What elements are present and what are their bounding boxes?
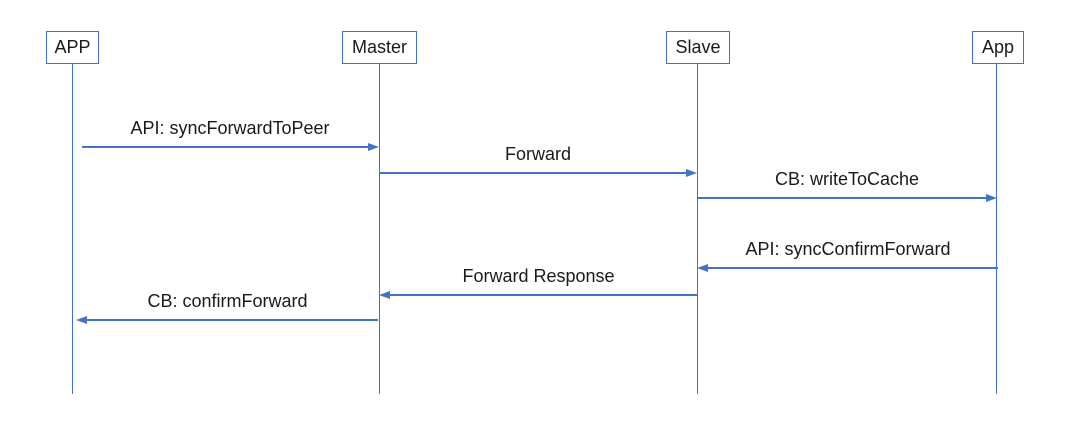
lifeline-app-left (71, 64, 73, 394)
message-label: Forward Response (462, 266, 615, 286)
arrowhead-right-icon (986, 193, 997, 202)
lifeline-app-right (995, 63, 997, 394)
actor-box-slave: Slave (666, 31, 730, 64)
arrowhead-right-icon (368, 142, 379, 151)
actor-box-app-right: App (972, 31, 1024, 64)
message-label: API: syncConfirmForward (745, 239, 951, 259)
message-label: CB: writeToCache (774, 169, 920, 189)
message-label: CB: confirmForward (147, 291, 308, 311)
message-line (80, 319, 378, 321)
lifeline-slave (696, 64, 698, 394)
message-label: Forward (504, 144, 571, 164)
message-line (383, 294, 697, 296)
arrowhead-left-icon (697, 263, 708, 272)
arrowhead-right-icon (686, 168, 697, 177)
message-line (701, 267, 998, 269)
lifeline-master (378, 64, 380, 394)
arrowhead-left-icon (76, 315, 87, 324)
message-line (380, 172, 693, 174)
arrowhead-left-icon (379, 290, 390, 299)
actor-box-app-left: APP (46, 31, 99, 64)
message-label: API: syncForwardToPeer (130, 118, 330, 138)
actor-box-master: Master (342, 31, 417, 64)
message-line (82, 146, 375, 148)
message-line (698, 197, 993, 199)
